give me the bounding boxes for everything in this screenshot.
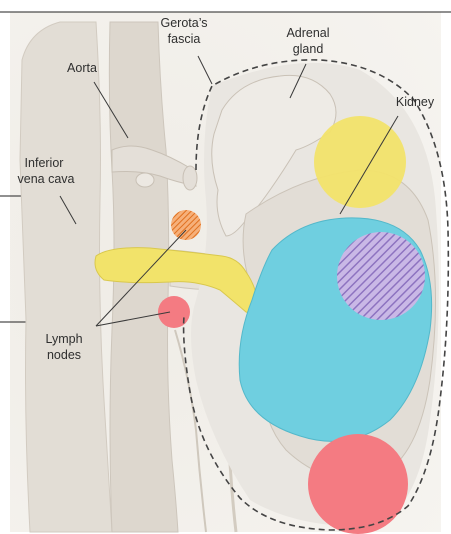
label-ivc-line1: Inferior bbox=[25, 156, 64, 170]
purple-hatched-lesion bbox=[337, 232, 425, 320]
label-kidney: Kidney bbox=[396, 95, 435, 109]
label-ivc-line2: vena cava bbox=[18, 172, 75, 186]
yellow-adrenal-lesion bbox=[314, 116, 406, 208]
label-gerota-line1: Gerota’s bbox=[160, 16, 207, 30]
inferior-vena-cava bbox=[20, 22, 112, 532]
lymph-node-red bbox=[158, 296, 190, 328]
label-lymph-line2: nodes bbox=[47, 348, 81, 362]
label-aorta: Aorta bbox=[67, 61, 97, 75]
red-lower-lesion bbox=[308, 434, 408, 534]
label-gerota-line2: fascia bbox=[168, 32, 201, 46]
lymph-node-orange bbox=[171, 210, 201, 240]
label-adrenal-line1: Adrenal bbox=[286, 26, 329, 40]
label-adrenal-line2: gland bbox=[293, 42, 324, 56]
vessel-cross-section bbox=[136, 173, 154, 187]
label-lymph-line1: Lymph bbox=[45, 332, 82, 346]
vessel-opening bbox=[183, 166, 197, 190]
